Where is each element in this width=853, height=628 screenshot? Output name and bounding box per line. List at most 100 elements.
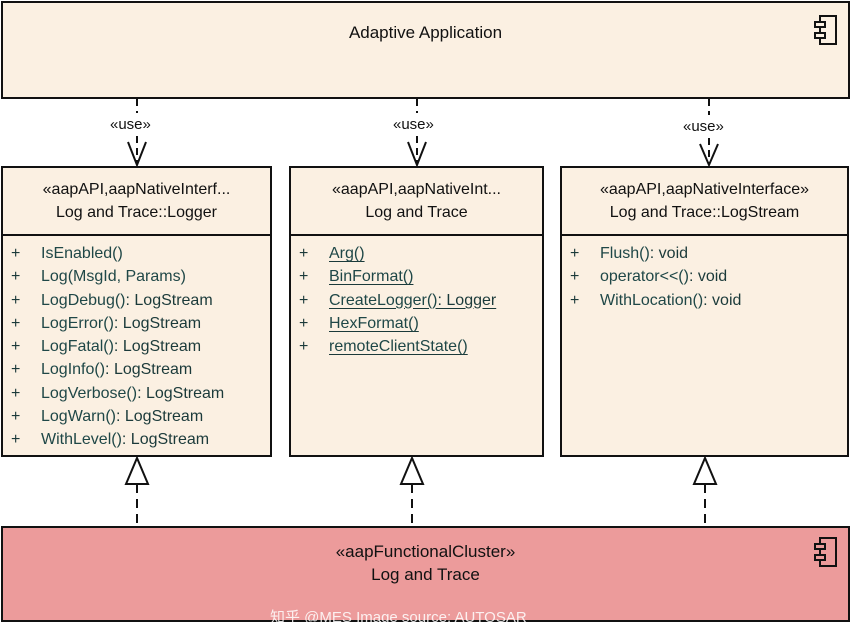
- operation-signature: IsEnabled(): [41, 242, 123, 265]
- operation-signature: LogInfo(): LogStream: [41, 358, 192, 381]
- operation-return-type: : LogStream: [115, 408, 204, 426]
- operation-signature: CreateLogger(): Logger: [329, 289, 496, 312]
- realization-triangle: [399, 455, 425, 485]
- operation-return-type: : LogStream: [137, 384, 225, 402]
- operation-return-type: : Logger: [437, 291, 497, 309]
- operation-signature: remoteClientState(): [329, 335, 468, 358]
- operation-return-type: : void: [649, 245, 689, 262]
- application-title: Adaptive Application: [348, 23, 503, 42]
- log-and-trace-class-header: «aapAPI,aapNativeInt... Log and Trace: [291, 168, 542, 236]
- operation-row: + LogInfo(): LogStream: [3, 358, 270, 381]
- operation-signature: Arg(): [329, 242, 365, 265]
- operation-signature: BinFormat(): [329, 265, 413, 288]
- use-label: «use»: [683, 118, 724, 135]
- logstream-class-header: «aapAPI,aapNativeInterface» Log and Trac…: [562, 168, 847, 236]
- operation-signature: LogVerbose(): LogStream: [41, 382, 224, 405]
- operation-visibility: +: [299, 314, 309, 332]
- operation-visibility: +: [11, 408, 21, 426]
- realization-triangle: [692, 455, 718, 485]
- operation-name: WithLocation(): [600, 291, 704, 309]
- operation-return-type: : void: [688, 268, 728, 286]
- component-icon: [814, 15, 837, 45]
- operation-visibility: +: [299, 268, 309, 286]
- operation-row: + CreateLogger(): Logger: [291, 289, 542, 312]
- operation-visibility: +: [11, 291, 21, 309]
- operation-name: LogError(): [41, 314, 114, 332]
- operation-row: + IsEnabled(): [3, 242, 270, 265]
- log-and-trace-class: «aapAPI,aapNativeInt... Log and Trace +A…: [289, 166, 544, 457]
- operation-name: CreateLogger(): [329, 291, 438, 309]
- operation-name: LogWarn(): [41, 408, 116, 426]
- operation-name: Flush(): [600, 245, 650, 262]
- operation-row: + LogDebug(): LogStream: [3, 289, 270, 312]
- class-stereotype: «aapAPI,aapNativeInt...: [332, 181, 501, 198]
- operation-visibility: +: [299, 338, 309, 356]
- operation-return-type: : LogStream: [105, 361, 193, 379]
- operation-return-type: : void: [703, 291, 742, 309]
- operation-signature: LogError(): LogStream: [41, 312, 201, 335]
- logger-class: «aapAPI,aapNativeInterf... Log and Trace…: [1, 166, 272, 457]
- operation-row: + WithLocation(): void: [562, 289, 847, 312]
- logstream-operations: +Flush(): void+operator<<(): void+WithLo…: [562, 242, 847, 312]
- realization-triangle: [124, 455, 150, 485]
- open-arrowhead: [407, 141, 427, 168]
- operation-name: WithLevel(): [41, 431, 122, 449]
- operation-visibility: +: [11, 361, 21, 379]
- logstream-class: «aapAPI,aapNativeInterface» Log and Trac…: [560, 166, 849, 457]
- operation-signature: LogFatal(): LogStream: [41, 335, 201, 358]
- adaptive-application-component: Adaptive Application: [1, 1, 850, 99]
- operation-return-type: : LogStream: [121, 431, 210, 449]
- operation-visibility: +: [11, 245, 21, 262]
- operation-signature: LogDebug(): LogStream: [41, 289, 213, 312]
- class-stereotype: «aapAPI,aapNativeInterface»: [599, 181, 810, 198]
- operation-visibility: +: [570, 245, 580, 262]
- operation-visibility: +: [11, 268, 21, 286]
- operation-visibility: +: [11, 338, 21, 356]
- operation-name: LogInfo(): [41, 361, 106, 379]
- operation-visibility: +: [570, 268, 580, 286]
- use-label: «use»: [393, 116, 434, 133]
- operation-name: remoteClientState(): [329, 338, 468, 356]
- open-arrowhead: [699, 143, 719, 168]
- operation-row: + LogWarn(): LogStream: [3, 405, 270, 428]
- cluster-stereotype: «aapFunctionalCluster»: [335, 542, 516, 561]
- operation-row: + HexFormat(): [291, 312, 542, 335]
- operation-signature: WithLocation(): void: [600, 289, 741, 312]
- operation-name: BinFormat(): [329, 268, 414, 286]
- operation-name: LogFatal(): [41, 338, 114, 356]
- operation-return-type: : LogStream: [113, 338, 202, 356]
- operation-row: + BinFormat(): [291, 265, 542, 288]
- operation-name: operator<<(): [600, 268, 689, 286]
- operation-name: Log(MsgId, Params): [41, 268, 186, 286]
- class-name: Log and Trace::LogStream: [609, 204, 800, 221]
- operation-name: HexFormat(): [329, 314, 419, 332]
- functional-cluster-component: «aapFunctionalCluster» Log and Trace: [1, 526, 850, 622]
- operation-row: +LogVerbose(): LogStream: [3, 382, 270, 405]
- watermark: 知乎 @MES Image source: AUTOSAR: [270, 609, 527, 626]
- operation-row: + LogError(): LogStream: [3, 312, 270, 335]
- class-name: Log and Trace: [365, 204, 468, 221]
- operation-visibility: +: [11, 431, 21, 449]
- logger-class-header: «aapAPI,aapNativeInterf... Log and Trace…: [3, 168, 270, 236]
- operation-visibility: +: [570, 291, 580, 309]
- operation-row: + WithLevel(): LogStream: [3, 428, 270, 451]
- cluster-name: Log and Trace: [371, 565, 480, 584]
- operation-visibility: +: [299, 291, 309, 309]
- operation-row: + remoteClientState(): [291, 335, 542, 358]
- operation-signature: WithLevel(): LogStream: [41, 428, 209, 451]
- use-label: «use»: [110, 116, 151, 133]
- operation-visibility: +: [11, 314, 21, 332]
- class-name: Log and Trace::Logger: [55, 204, 217, 221]
- open-arrowhead: [127, 141, 147, 168]
- logger-operations: + IsEnabled() + Log(MsgId, Params) + LogDebug…: [3, 242, 270, 452]
- operation-return-type: : LogStream: [125, 291, 213, 309]
- operation-name: Arg(): [329, 245, 365, 262]
- operation-signature: LogWarn(): LogStream: [41, 405, 203, 428]
- operation-signature: Log(MsgId, Params): [41, 265, 186, 288]
- operation-row: +Arg(): [291, 242, 542, 265]
- operation-row: + Log(MsgId, Params): [3, 265, 270, 288]
- operation-row: + operator<<(): void: [562, 265, 847, 288]
- operation-row: + Flush(): void: [562, 242, 847, 265]
- operation-return-type: : LogStream: [113, 314, 202, 332]
